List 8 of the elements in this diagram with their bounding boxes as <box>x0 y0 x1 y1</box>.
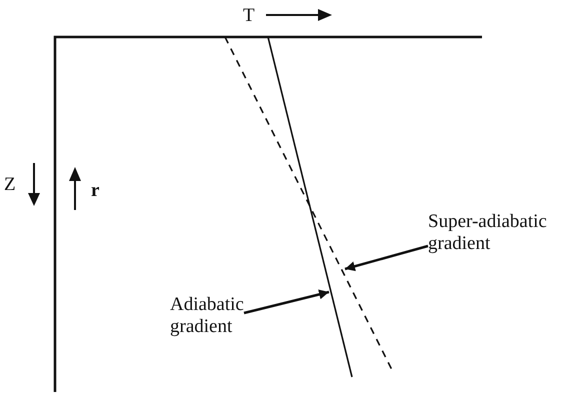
axis-label: r <box>91 181 100 200</box>
axis-label: Z <box>4 175 16 194</box>
callout-label: Adiabatic gradient <box>170 294 244 338</box>
callout-label: Super-adiabatic gradient <box>428 211 554 255</box>
leader-arrow <box>344 244 428 272</box>
leader-arrow <box>244 290 330 314</box>
axis-label: T <box>243 6 255 25</box>
gradient-line <box>267 36 353 378</box>
